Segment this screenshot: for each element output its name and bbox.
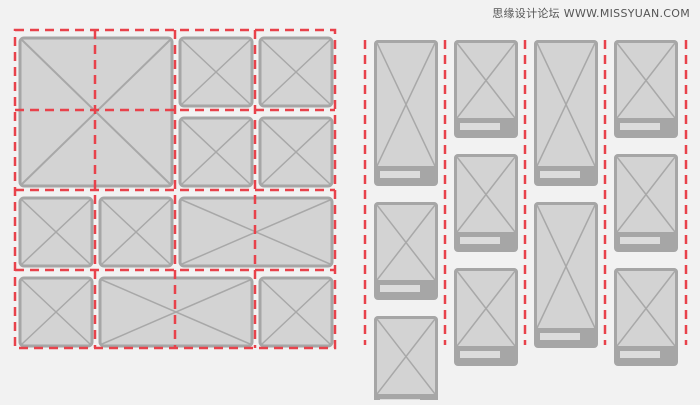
masonry-card <box>534 202 598 348</box>
masonry-card <box>614 154 678 252</box>
card-caption-bar <box>460 351 500 358</box>
masonry-guides <box>363 40 688 345</box>
masonry-column <box>374 40 438 405</box>
placeholder-small <box>178 36 254 108</box>
site-watermark: 思缘设计论坛 WWW.MISSYUAN.COM <box>492 7 690 20</box>
image-icon-diagonal <box>536 204 596 329</box>
masonry-card <box>454 40 518 138</box>
masonry-card <box>374 316 438 405</box>
masonry-column <box>454 40 518 366</box>
masonry-card <box>454 154 518 252</box>
image-icon-diagonal <box>261 39 331 105</box>
masonry-column <box>534 40 598 348</box>
placeholder-small <box>258 36 334 108</box>
card-caption-bar <box>620 351 660 358</box>
card-caption-bar <box>380 171 420 178</box>
card-caption-bar <box>540 171 580 178</box>
image-icon-diagonal <box>21 279 91 345</box>
grid-layout-example <box>13 28 337 350</box>
card-caption-bar <box>540 333 580 340</box>
masonry-card <box>534 40 598 186</box>
image-icon-diagonal <box>101 199 171 265</box>
masonry-layout-example <box>363 40 688 405</box>
image-icon-diagonal <box>21 199 91 265</box>
image-icon-diagonal <box>456 42 516 119</box>
card-caption-bar <box>620 237 660 244</box>
image-icon-diagonal <box>261 279 331 345</box>
card-caption-bar <box>460 123 500 130</box>
image-icon-diagonal <box>101 279 251 345</box>
image-icon-diagonal <box>261 119 331 185</box>
masonry-card <box>374 202 438 300</box>
image-icon-diagonal <box>376 204 436 281</box>
image-icon-diagonal <box>181 39 251 105</box>
placeholder-small <box>18 196 94 268</box>
masonry-card <box>454 268 518 366</box>
image-icon-diagonal <box>456 156 516 233</box>
image-icon-diagonal <box>536 42 596 167</box>
card-caption-bar <box>620 123 660 130</box>
image-icon-diagonal <box>616 42 676 119</box>
placeholder-small <box>258 116 334 188</box>
card-caption-bar <box>460 237 500 244</box>
image-icon-diagonal <box>181 119 251 185</box>
masonry-card <box>614 40 678 138</box>
placeholder-small <box>18 276 94 348</box>
masonry-column <box>614 40 678 366</box>
image-icon-diagonal <box>616 270 676 347</box>
grid-guides <box>13 28 337 350</box>
image-icon-diagonal <box>456 270 516 347</box>
masonry-card <box>374 40 438 186</box>
image-icon-diagonal <box>376 42 436 167</box>
placeholder-small <box>258 276 334 348</box>
masonry-card <box>614 268 678 366</box>
placeholder-small <box>98 196 174 268</box>
card-caption-bar <box>380 285 420 292</box>
image-icon-diagonal <box>616 156 676 233</box>
image-icon-diagonal <box>376 318 436 395</box>
placeholder-small <box>178 116 254 188</box>
